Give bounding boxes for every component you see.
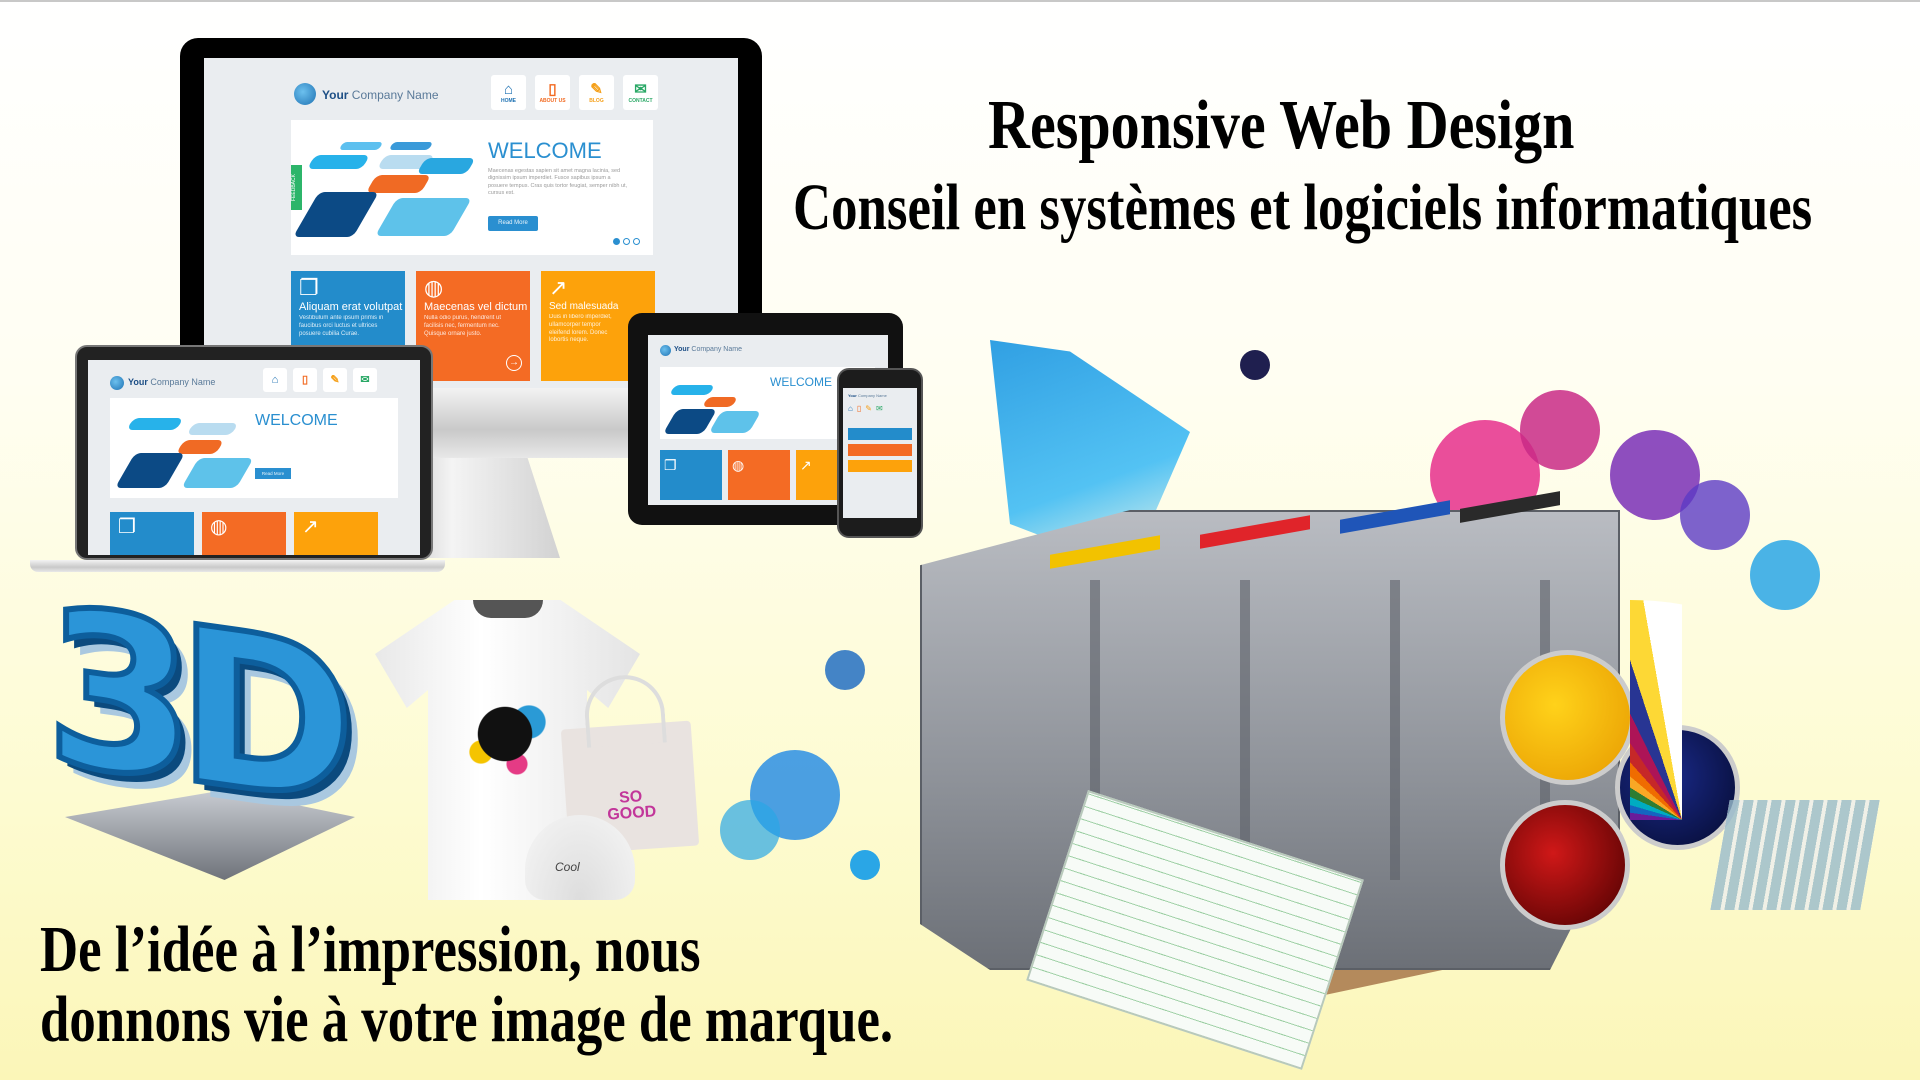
logo-globe-icon — [294, 83, 316, 105]
nav-label: BLOG — [589, 97, 604, 104]
bag-text: SO GOOD — [606, 788, 657, 824]
tagline-line-2: donnons vie à votre image de marque. — [40, 983, 894, 1056]
document-icon: ▯ — [548, 80, 557, 98]
globe-icon: ◍ — [210, 516, 228, 538]
carousel-dots[interactable] — [613, 238, 640, 245]
nav-home[interactable]: ⌂HOME — [491, 75, 526, 110]
nav-about[interactable]: ▯ABOUT US — [535, 75, 570, 110]
chart-icon: ↗ — [549, 275, 568, 300]
nav-contact[interactable]: ✉CONTACT — [623, 75, 658, 110]
feature-tile-2[interactable]: ◍ Maecenas vel dictum Nulla odio purus, … — [416, 271, 530, 381]
chat-icon: ❐ — [118, 516, 136, 538]
color-swatch-fan — [1630, 600, 1890, 820]
page-title: Responsive Web Design — [988, 87, 1575, 164]
nav-label: CONTACT — [628, 97, 653, 104]
nav-bar: ⌂HOME ▯ABOUT US ✎BLOG ✉CONTACT — [491, 75, 658, 110]
hero-tiles-illustration: FEEDBACK — [291, 120, 481, 255]
tile-title: Maecenas vel dictum — [424, 301, 528, 313]
arrow-right-icon[interactable]: → — [506, 355, 522, 371]
read-more-button[interactable]: Read More — [488, 216, 538, 231]
tagline-line-1: De l’idée à l’impression, nous — [40, 913, 701, 986]
red-ink-can — [1500, 800, 1630, 930]
edit-icon: ✎ — [590, 80, 603, 98]
tile-title: Sed malesuada — [549, 301, 619, 312]
baseball-cap: Cool — [525, 815, 635, 900]
welcome-text: Maecenas egestas sapien sit amet magna l… — [488, 168, 628, 197]
laptop-read-more-button[interactable]: Read More — [255, 468, 291, 479]
chat-icon: ❐ — [299, 275, 319, 300]
page-subtitle: Conseil en systèmes et logiciels informa… — [793, 171, 1813, 244]
nav-blog[interactable]: ✎BLOG — [579, 75, 614, 110]
globe-icon: ◍ — [424, 275, 444, 300]
nav-label: HOME — [501, 97, 516, 104]
contact-icon: ✉ — [634, 80, 647, 98]
chart-icon: ↗ — [302, 516, 319, 538]
3d-logo: 3D — [42, 556, 360, 890]
cap-text: Cool — [555, 860, 580, 874]
tile-text: Nulla odio purus, hendrerit ut facilisis… — [424, 315, 502, 337]
printed-merchandise: SO GOOD Cool — [375, 600, 705, 910]
top-border — [0, 0, 1920, 2]
logo-bold: Your — [322, 88, 349, 102]
home-icon: ⌂ — [503, 80, 514, 98]
welcome-heading: WELCOME — [488, 138, 602, 163]
tile-title: Aliquam erat volutpat — [299, 301, 403, 313]
printing-illustration — [720, 330, 1920, 1070]
tshirt-graphic — [445, 680, 565, 800]
laptop-logo: Your Company Name — [128, 377, 216, 387]
tile-text: Vestibulum ante ipsum primis in faucibus… — [299, 315, 384, 337]
laptop-welcome: WELCOME — [255, 412, 338, 429]
tile-text: Duis in libero imperdiet, ullamcorper te… — [549, 314, 612, 344]
laptop: Your Company Name ⌂ ▯ ✎ ✉ WELCOME Read M… — [30, 345, 445, 575]
3d-logo-text: 3D — [42, 556, 340, 854]
feedback-tab[interactable]: FEEDBACK — [291, 165, 302, 210]
logo-light: Company Name — [348, 88, 439, 102]
yellow-ink-can — [1500, 650, 1635, 785]
smartphone: Your Company Name ⌂▯✎✉ — [837, 368, 923, 538]
nav-label: ABOUT US — [539, 97, 566, 104]
tablet-welcome: WELCOME — [770, 375, 833, 389]
company-logo[interactable]: Your Company Name — [322, 88, 439, 102]
hero-banner: FEEDBACK WELCOME Maecenas egestas sapien… — [291, 120, 653, 255]
